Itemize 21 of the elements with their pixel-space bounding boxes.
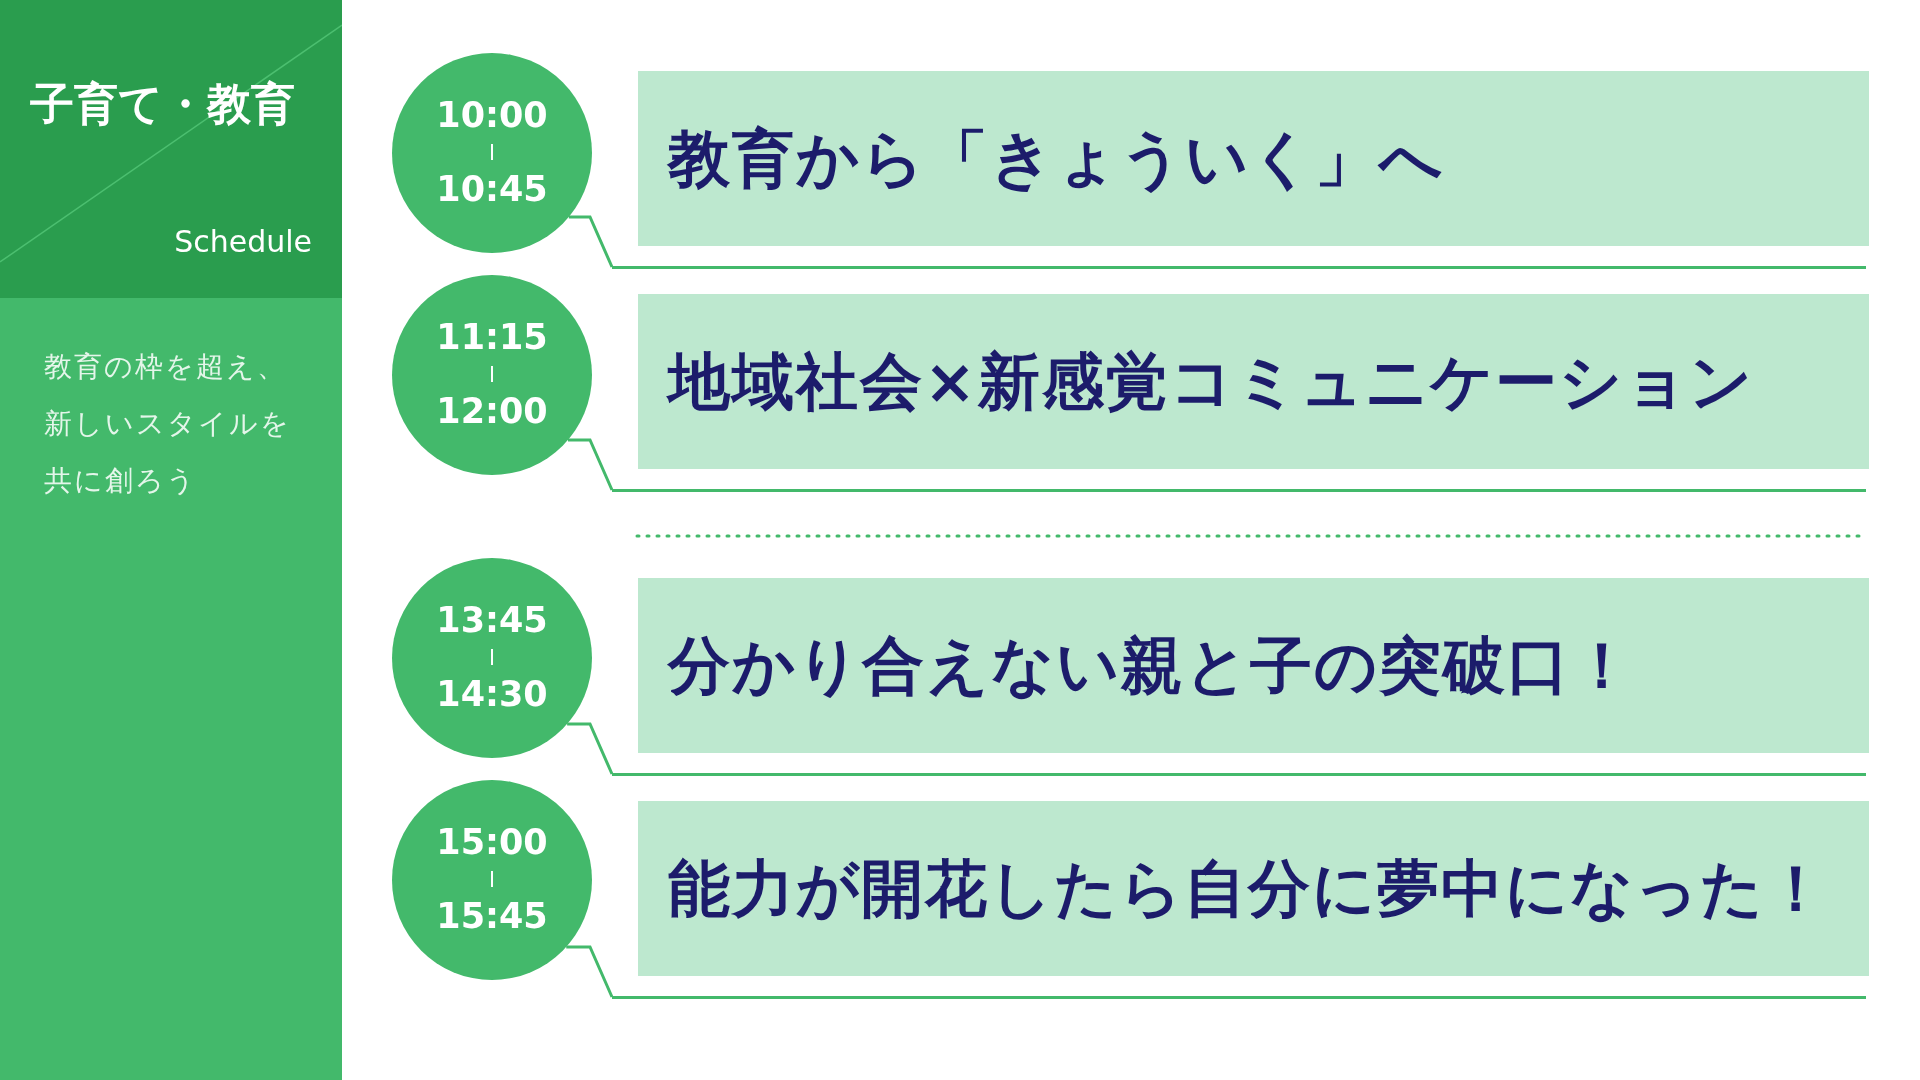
end-time: 14:30 bbox=[435, 673, 549, 716]
session-title: 能力が開花したら自分に夢中になった！ bbox=[668, 851, 1829, 927]
start-time: 11:15 bbox=[435, 316, 549, 359]
connector-line bbox=[566, 945, 614, 998]
sidebar-panel bbox=[0, 298, 342, 1080]
session-title: 分かり合えない親と子の突破口！ bbox=[668, 628, 1635, 704]
session-title: 教育から「きょういく」へ bbox=[668, 121, 1444, 197]
connector-line bbox=[567, 722, 614, 775]
session-title: 地域社会×新感覚コミュニケーション bbox=[668, 344, 1754, 420]
connector-line bbox=[568, 215, 614, 268]
start-time: 13:45 bbox=[435, 599, 549, 642]
subtitle-text: Schedule bbox=[174, 223, 312, 261]
description-text: 教育の枠を超え、新しいスタイルを共に創ろう bbox=[44, 349, 292, 499]
header-band bbox=[0, 0, 342, 298]
title-text: 子育て・教育 bbox=[30, 77, 295, 131]
start-time: 10:00 bbox=[435, 94, 549, 137]
end-time: 15:45 bbox=[435, 895, 549, 938]
connector-line bbox=[568, 438, 614, 491]
end-time: 12:00 bbox=[435, 390, 549, 433]
end-time: 10:45 bbox=[435, 168, 549, 211]
start-time: 15:00 bbox=[435, 821, 549, 864]
